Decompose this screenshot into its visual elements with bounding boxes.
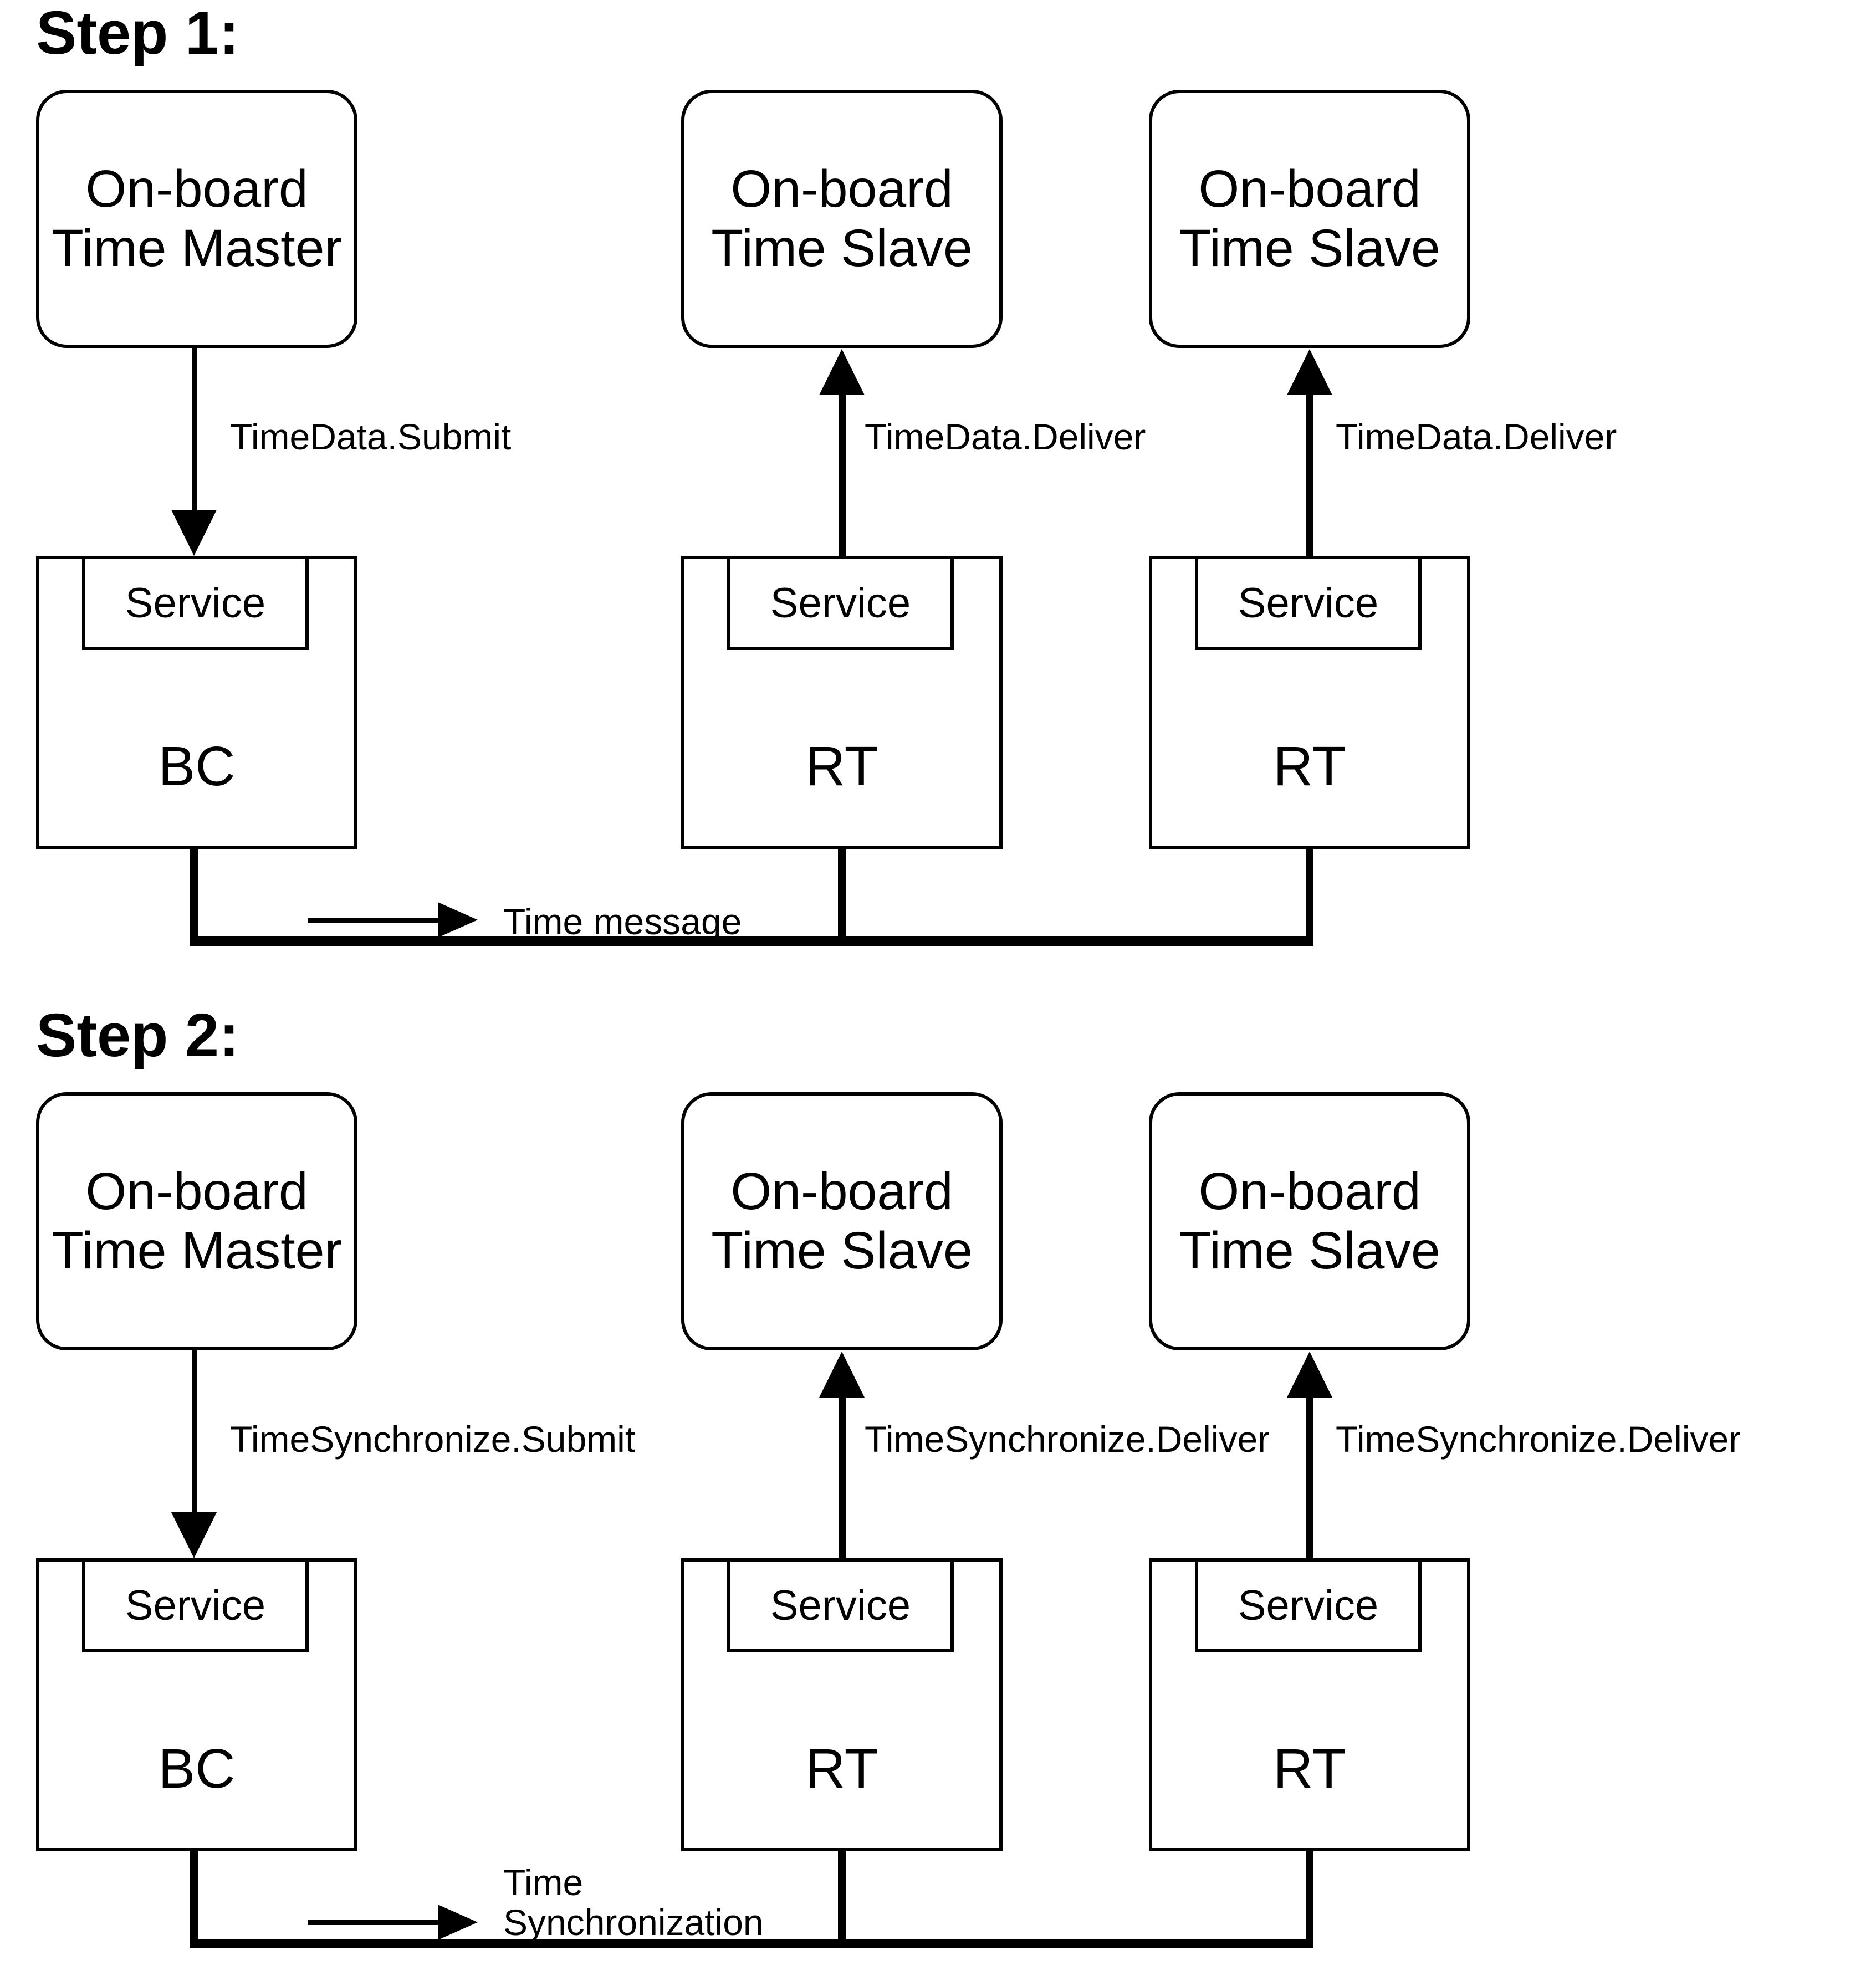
step1-section: Step 1: On-board Time Master On-board Ti…	[0, 0, 1876, 984]
step2-rt1-service-box: Service	[727, 1558, 954, 1652]
step1-bc-service-box: Service	[82, 556, 309, 650]
step2-up-arrowhead-1-icon	[819, 1352, 865, 1398]
step2-onboard-time-slave1-box: On-board Time Slave	[681, 1092, 1003, 1350]
step1-rt2-label: RT	[1273, 735, 1346, 797]
step1-deliver1-label: TimeData.Deliver	[865, 416, 1146, 457]
step2-bc-label: BC	[158, 1738, 236, 1800]
step1-legend-arrow-shaft	[308, 918, 438, 923]
step2-rt1-label: RT	[805, 1738, 878, 1800]
step1-submit-arrow-shaft	[192, 348, 197, 511]
step1-rt2-service-box: Service	[1195, 556, 1422, 650]
step2-up-arrowhead-2-icon	[1287, 1352, 1332, 1398]
step2-rt1-bus-drop	[838, 1851, 846, 1939]
step2-legend-arrow-shaft	[308, 1920, 438, 1925]
step2-legend-label: Time Synchronization	[503, 1862, 764, 1942]
step2-bus-line	[190, 1939, 1313, 1948]
step2-legend-line2: Synchronization	[503, 1902, 764, 1943]
step1-deliver2-label: TimeData.Deliver	[1336, 416, 1617, 457]
step1-onboard-time-master-box: On-board Time Master	[36, 90, 357, 348]
step1-right-arrowhead-icon	[438, 902, 478, 938]
step1-slave1-label: On-board Time Slave	[711, 160, 973, 278]
step1-bc-label: BC	[158, 735, 236, 797]
step1-master-label: On-board Time Master	[51, 160, 343, 278]
step1-legend-label: Time message	[503, 901, 742, 942]
step1-rt1-bus-drop	[838, 849, 846, 936]
step2-deliver1-label: TimeSynchronize.Deliver	[865, 1419, 1270, 1460]
step2-section: Step 2: On-board Time Master On-board Ti…	[0, 1002, 1876, 1986]
step1-rt1-label: RT	[805, 735, 878, 797]
step1-bc-bus-drop	[190, 849, 198, 936]
step1-onboard-time-slave1-box: On-board Time Slave	[681, 90, 1003, 348]
step1-up-arrowhead-2-icon	[1287, 349, 1332, 395]
step2-onboard-time-slave2-box: On-board Time Slave	[1149, 1092, 1470, 1350]
step2-submit-label: TimeSynchronize.Submit	[230, 1419, 636, 1460]
step1-submit-label: TimeData.Submit	[230, 416, 512, 457]
step2-submit-arrow-shaft	[192, 1350, 197, 1514]
step1-rt2-bus-drop	[1306, 849, 1313, 936]
step2-heading: Step 2:	[36, 1001, 239, 1069]
step2-rt2-label: RT	[1273, 1738, 1346, 1800]
step1-deliver-arrow-2-shaft	[1306, 395, 1313, 556]
step2-deliver-arrow-2-shaft	[1306, 1398, 1313, 1558]
step2-down-arrowhead-icon	[171, 1512, 217, 1558]
step2-deliver-arrow-1-shaft	[839, 1398, 846, 1558]
step1-rt1-service-box: Service	[727, 556, 954, 650]
step2-rt2-bus-drop	[1306, 1851, 1313, 1939]
step2-onboard-time-master-box: On-board Time Master	[36, 1092, 357, 1350]
step2-right-arrowhead-icon	[438, 1905, 478, 1940]
step1-up-arrowhead-1-icon	[819, 349, 865, 395]
step2-legend-line1: Time	[503, 1862, 584, 1903]
step2-slave1-label: On-board Time Slave	[711, 1162, 973, 1280]
step1-deliver-arrow-1-shaft	[839, 395, 846, 556]
step2-deliver2-label: TimeSynchronize.Deliver	[1336, 1419, 1741, 1460]
step2-bc-bus-drop	[190, 1851, 198, 1939]
step1-down-arrowhead-icon	[171, 510, 217, 556]
step2-bc-service-box: Service	[82, 1558, 309, 1652]
step1-bus-line	[190, 936, 1313, 946]
step2-slave2-label: On-board Time Slave	[1179, 1162, 1440, 1280]
step2-master-label: On-board Time Master	[51, 1162, 343, 1280]
step1-heading: Step 1:	[36, 0, 239, 67]
step1-slave2-label: On-board Time Slave	[1179, 160, 1440, 278]
step1-onboard-time-slave2-box: On-board Time Slave	[1149, 90, 1470, 348]
step2-rt2-service-box: Service	[1195, 1558, 1422, 1652]
